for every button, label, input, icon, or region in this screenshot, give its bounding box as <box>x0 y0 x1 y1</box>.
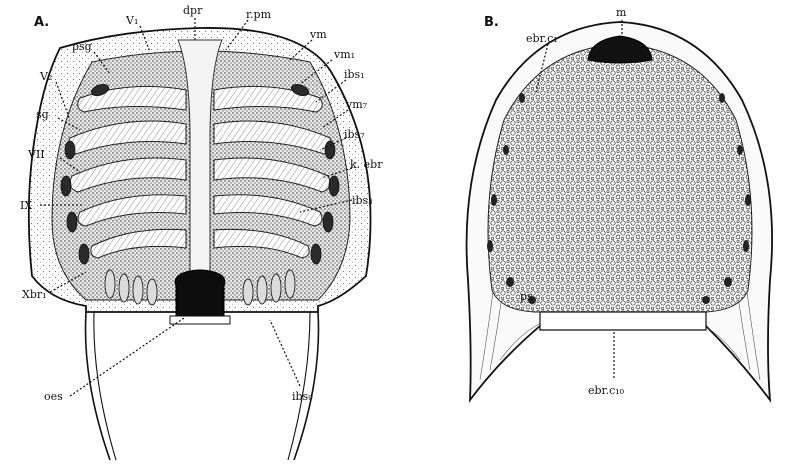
label-ebrc1: ebr.c₁ <box>526 32 558 45</box>
label-rpm: r.pm <box>246 8 272 21</box>
posterior-plate <box>540 312 706 330</box>
panel-b: B. <box>467 6 773 400</box>
label-sg: sg <box>36 108 49 121</box>
label-ibs9: ibs₉ <box>292 390 313 403</box>
label-v2: V₂ <box>39 70 52 83</box>
posterior-notch <box>170 316 230 324</box>
label-xbr1: Xbr₁ <box>22 288 47 301</box>
label-psg: psg <box>72 40 92 53</box>
label-m: m <box>616 6 627 19</box>
label-ibs7: ibs₇ <box>344 128 365 141</box>
label-ebrc10: ebr.c₁₀ <box>588 384 625 397</box>
label-ix: IX <box>20 199 32 212</box>
left-spine <box>86 312 111 460</box>
label-ibs1: ibs₁ <box>344 68 365 81</box>
label-vm1: vm₁ <box>333 48 355 61</box>
left-spine-inner <box>94 312 116 460</box>
label-vm: vm <box>309 28 327 41</box>
label-oes: oes <box>44 390 63 403</box>
label-dpr: dpr <box>183 4 203 17</box>
panel-a: A. <box>20 4 383 460</box>
oesophagus <box>175 270 225 319</box>
right-spine-inner <box>288 312 310 460</box>
label-vii: VII <box>27 148 45 161</box>
label-kebr: k. ebr <box>350 158 383 171</box>
label-v1: V₁ <box>125 14 138 27</box>
panel-b-letter: B. <box>484 15 499 30</box>
label-ps: ps <box>520 290 533 303</box>
label-vm7: vm₇ <box>345 98 368 111</box>
label-ibs3: ibs₃ <box>352 194 373 207</box>
panel-a-letter: A. <box>34 15 49 30</box>
right-spine <box>294 312 319 460</box>
